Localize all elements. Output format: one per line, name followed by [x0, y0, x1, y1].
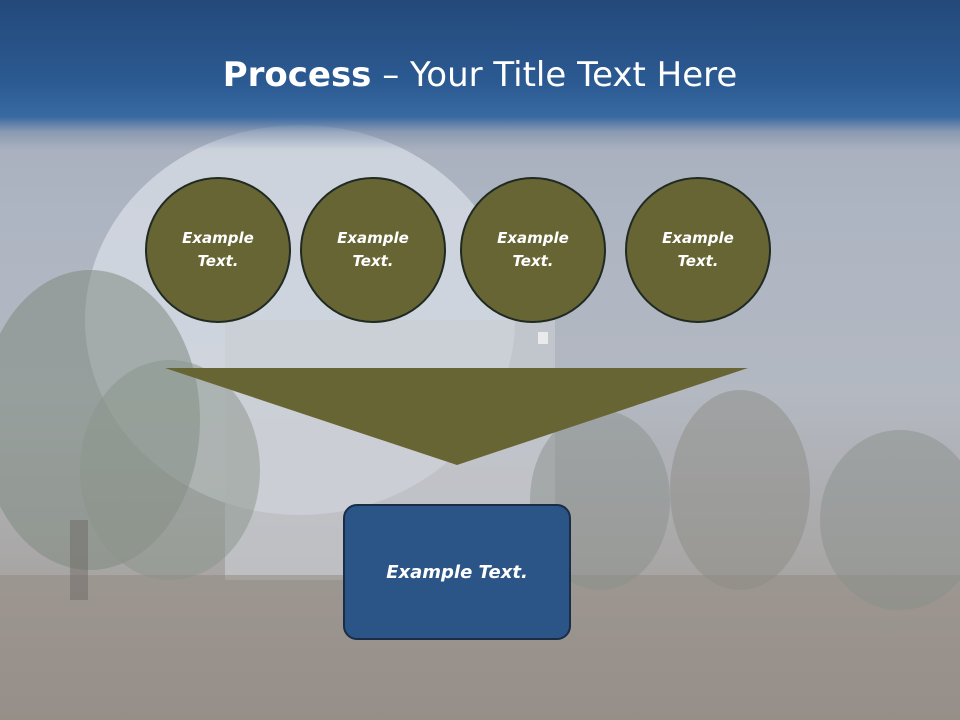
circle-4-line1: Example — [662, 229, 734, 247]
title-bar: Process – Your Title Text Here — [0, 0, 960, 150]
circle-2-line2: Text. — [352, 252, 394, 270]
circle-4-line2: Text. — [677, 252, 719, 270]
circle-3-line2: Text. — [512, 252, 554, 270]
tree-right-3 — [820, 430, 960, 610]
circle-1-line1: Example — [182, 229, 254, 247]
title-rest: – Your Title Text Here — [371, 55, 738, 95]
funnel-triangle — [165, 368, 748, 465]
circle-1-line2: Text. — [197, 252, 239, 270]
dome-window — [538, 332, 548, 344]
tree-left-2 — [80, 360, 260, 580]
result-box[interactable]: Example Text. — [343, 504, 571, 640]
slide-title: Process – Your Title Text Here — [0, 52, 960, 98]
circle-3-line1: Example — [497, 229, 569, 247]
title-bold: Process — [222, 55, 372, 95]
funnel-arrow[interactable] — [165, 368, 749, 466]
circle-2-line1: Example — [337, 229, 409, 247]
result-box-label: Example Text. — [386, 561, 528, 583]
tree-right-2 — [670, 390, 810, 590]
tree-trunk — [70, 520, 88, 600]
